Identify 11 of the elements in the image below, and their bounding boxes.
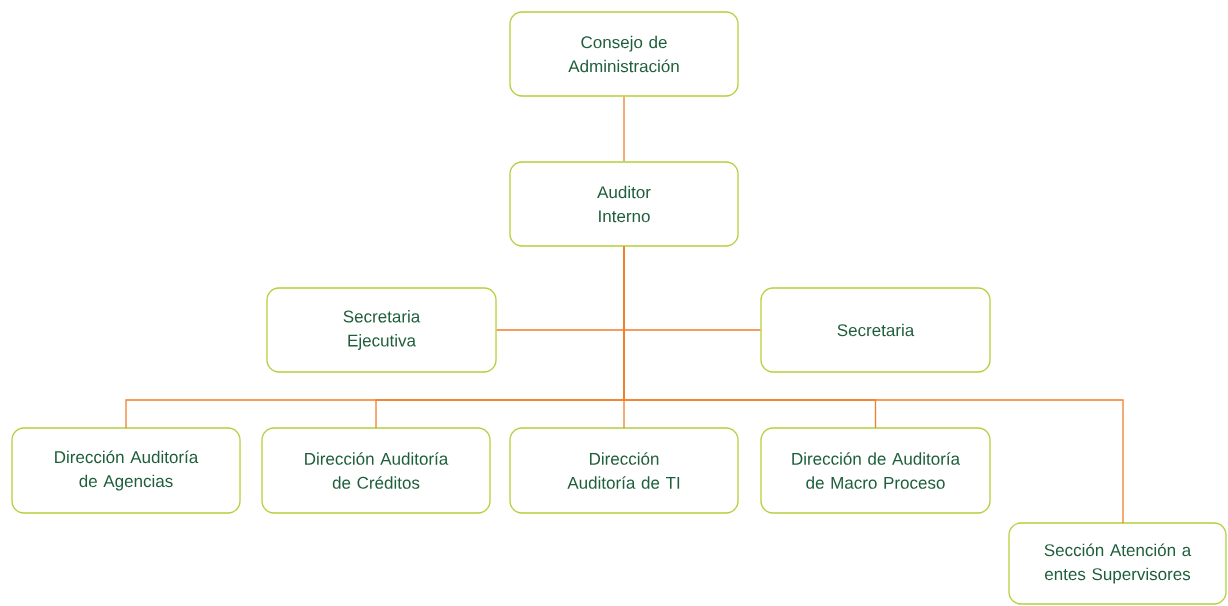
org-box: Dirección Auditoría de TI — [509, 427, 739, 514]
connector-line — [623, 246, 1124, 524]
org-box: Secretaria — [760, 287, 991, 373]
org-box: Sección Atención a entes Supervisores — [1008, 522, 1227, 605]
org-box: Dirección de Auditoría de Macro Proceso — [760, 427, 991, 514]
org-box: Dirección Auditoría de Créditos — [261, 427, 491, 514]
org-box: Consejo de Administración — [509, 11, 739, 97]
org-box: Dirección Auditoría de Agencias — [11, 427, 241, 514]
org-box: Auditor Interno — [509, 161, 739, 247]
connector-line — [623, 96, 625, 162]
org-box: Secretaria Ejecutiva — [266, 287, 497, 373]
